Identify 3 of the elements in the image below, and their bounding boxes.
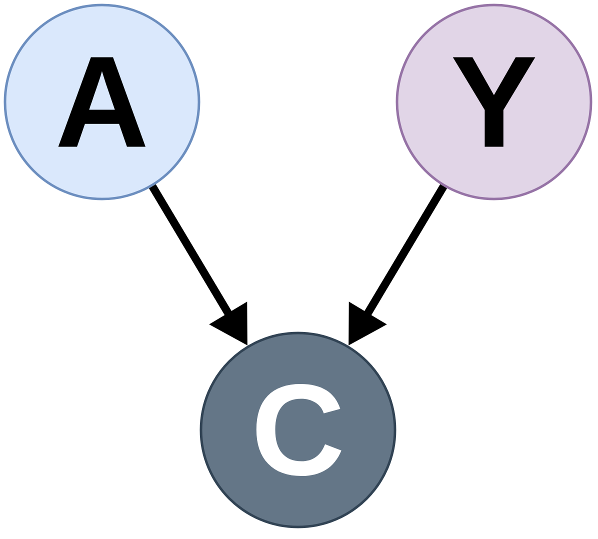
circle-node: C <box>200 332 396 528</box>
circle-node: A <box>4 4 200 200</box>
circle-node: Y <box>396 4 592 200</box>
